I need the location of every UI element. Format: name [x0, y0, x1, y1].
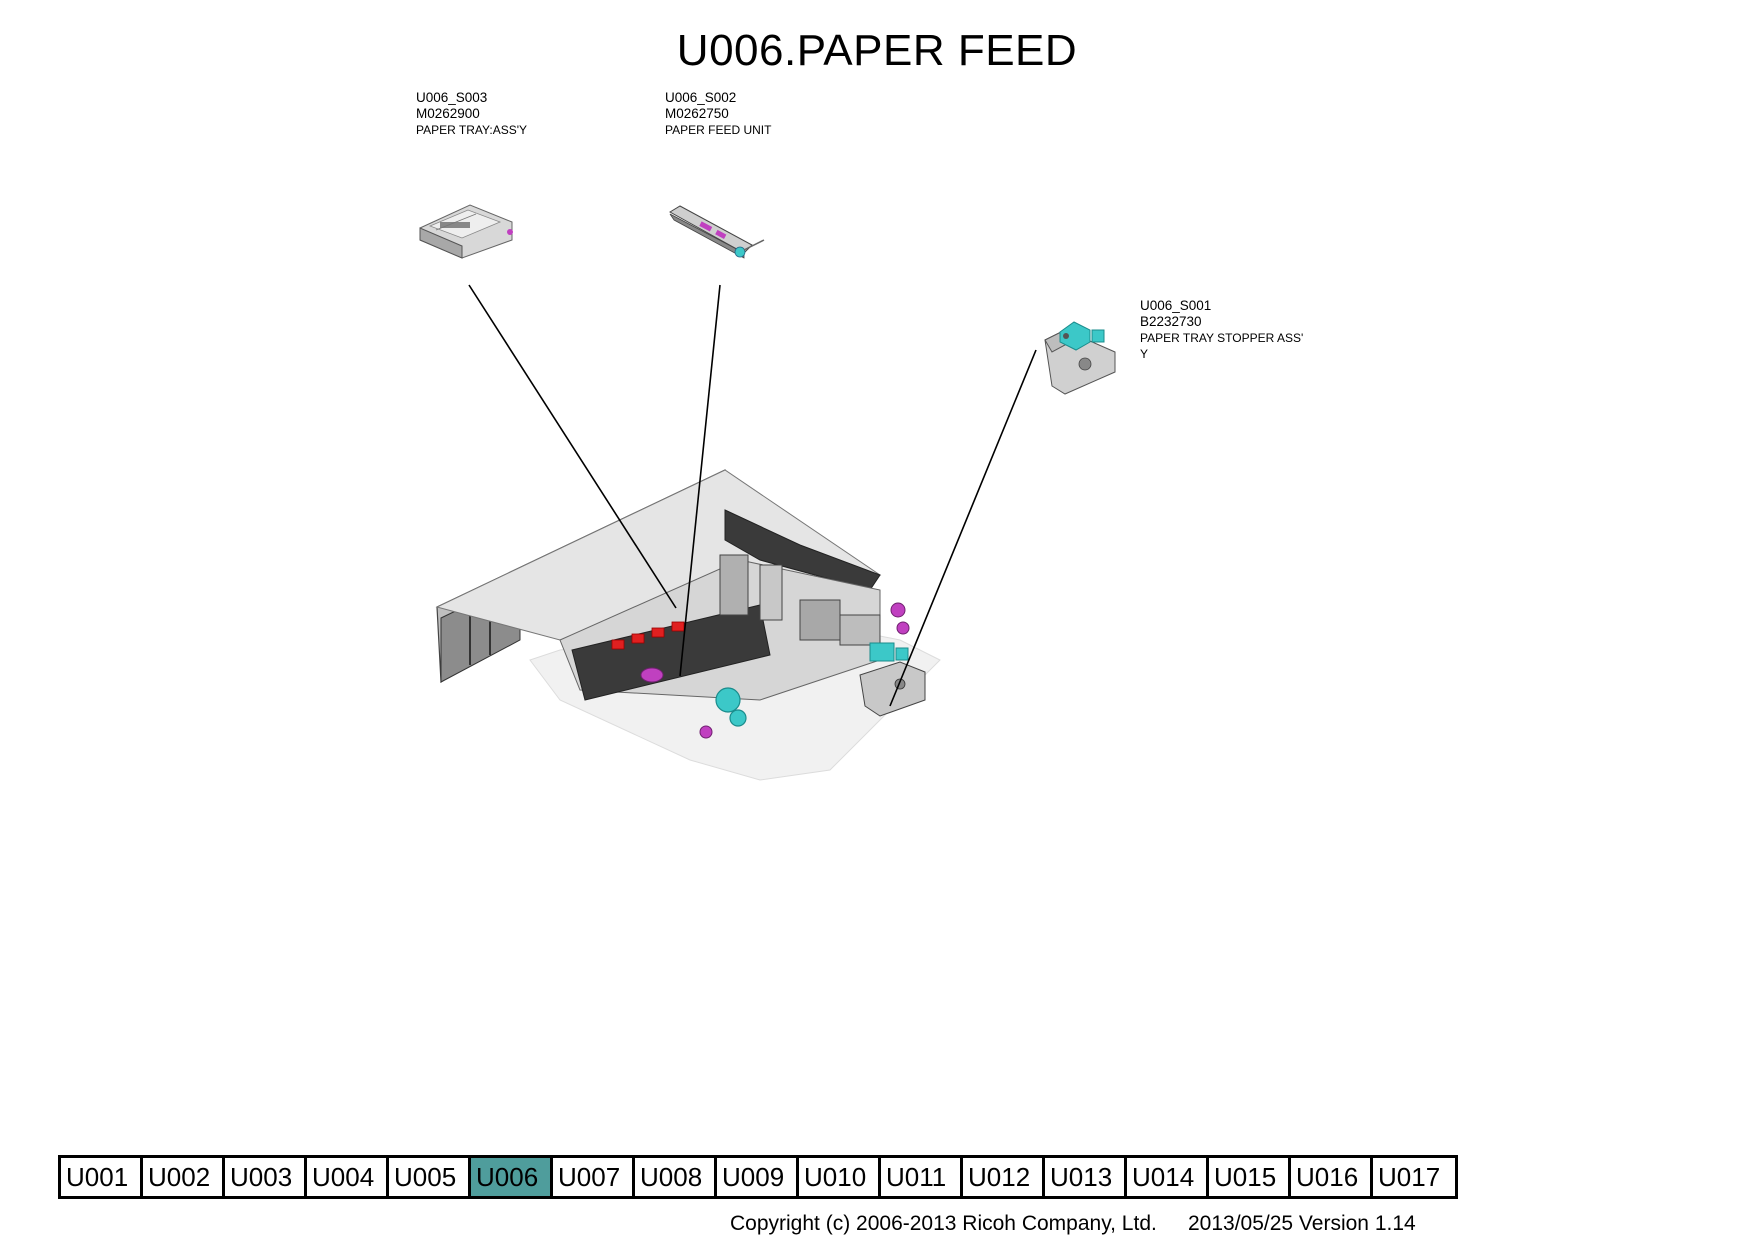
nav-item-u014[interactable]: U014 [1127, 1158, 1209, 1196]
part-number: M0262900 [416, 106, 480, 121]
part-name: PAPER TRAY:ASS'Y [416, 123, 527, 137]
part-name-continued: Y [1140, 347, 1149, 361]
leader-line-s001 [889, 349, 1037, 707]
nav-item-u007[interactable]: U007 [553, 1158, 635, 1196]
nav-item-u009[interactable]: U009 [717, 1158, 799, 1196]
paper-feed-unit-thumbnail[interactable] [668, 205, 765, 259]
nav-item-u013[interactable]: U013 [1045, 1158, 1127, 1196]
page-title: U006.PAPER FEED [676, 26, 1078, 75]
tray-stopper-thumbnail[interactable] [1044, 321, 1116, 395]
nav-item-u003[interactable]: U003 [225, 1158, 307, 1196]
nav-item-u012[interactable]: U012 [963, 1158, 1045, 1196]
leader-line-s002 [679, 284, 721, 677]
part-number: B2232730 [1140, 314, 1202, 329]
part-id: U006_S001 [1140, 298, 1212, 313]
version-text: 2013/05/25 Version 1.14 [1188, 1212, 1416, 1235]
copyright-text: Copyright (c) 2006-2013 Ricoh Company, L… [730, 1212, 1157, 1235]
paper-tray-main-assembly [435, 469, 941, 781]
nav-item-u016[interactable]: U016 [1291, 1158, 1373, 1196]
nav-item-u001[interactable]: U001 [61, 1158, 143, 1196]
nav-item-u002[interactable]: U002 [143, 1158, 225, 1196]
part-label-s001[interactable]: U006_S001 B2232730 PAPER TRAY STOPPER AS… [1140, 298, 1303, 362]
paper-tray-thumbnail[interactable] [419, 204, 513, 259]
nav-item-u015[interactable]: U015 [1209, 1158, 1291, 1196]
part-name: PAPER FEED UNIT [665, 123, 772, 137]
part-name: PAPER TRAY STOPPER ASS' [1140, 331, 1304, 345]
nav-item-u008[interactable]: U008 [635, 1158, 717, 1196]
nav-item-u011[interactable]: U011 [881, 1158, 963, 1196]
nav-item-u006[interactable]: U006 [471, 1158, 553, 1196]
nav-item-u005[interactable]: U005 [389, 1158, 471, 1196]
part-label-s003[interactable]: U006_S003 M0262900 PAPER TRAY:ASS'Y [416, 90, 527, 138]
part-id: U006_S002 [665, 90, 737, 105]
part-number: M0262750 [665, 106, 729, 121]
nav-item-u004[interactable]: U004 [307, 1158, 389, 1196]
nav-item-u017[interactable]: U017 [1373, 1158, 1455, 1196]
part-label-s002[interactable]: U006_S002 M0262750 PAPER FEED UNIT [665, 90, 771, 138]
leader-line-s003 [468, 284, 677, 609]
part-id: U006_S003 [416, 90, 488, 105]
nav-item-u010[interactable]: U010 [799, 1158, 881, 1196]
